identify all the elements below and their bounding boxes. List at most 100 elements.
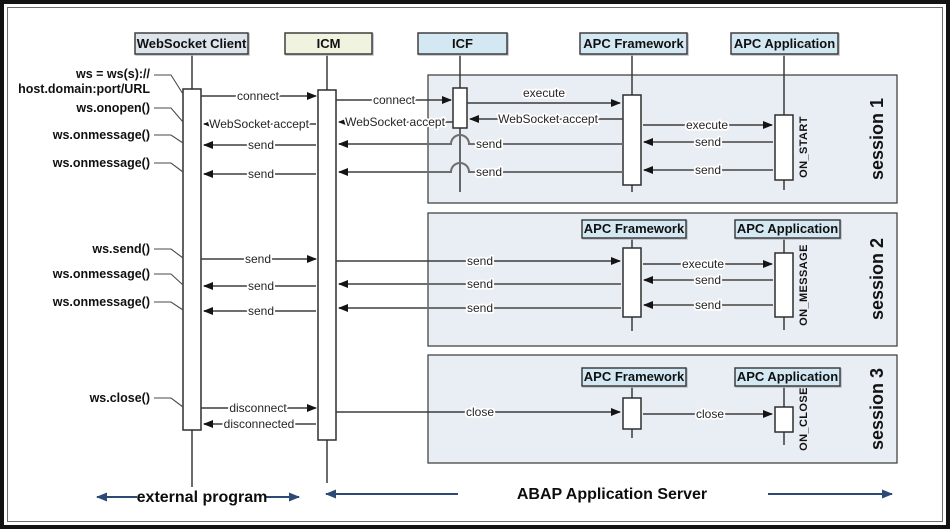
callout-onopen xyxy=(154,107,184,123)
label-ws-send: ws.send() xyxy=(91,242,150,256)
footer-label-abap-server: ABAP Application Server xyxy=(517,486,707,503)
message-label: WebSocket accept xyxy=(498,112,598,126)
activation-icm xyxy=(317,89,337,441)
message-label: close xyxy=(696,407,724,421)
message-label: send xyxy=(695,135,721,149)
activation-apc-application-s3 xyxy=(774,406,794,433)
msg-send2-framework-to-icm-s2: send xyxy=(338,299,621,317)
footer-label-external-program: external program xyxy=(137,489,268,506)
participant-label-icf: ICF xyxy=(452,36,473,51)
activation-apc-application-s1 xyxy=(774,114,794,181)
activation-apc-application-s2 xyxy=(774,252,794,318)
message-label: send xyxy=(467,254,493,268)
msg-execute-icf-to-framework: execute xyxy=(467,84,621,107)
message-label: WebSocket accept xyxy=(209,117,309,131)
client-api-callouts xyxy=(154,74,184,408)
callout-close xyxy=(154,397,184,408)
msg-send-client-to-icm-s2: send xyxy=(201,250,317,268)
handler-on-message: ON_MESSAGE xyxy=(798,244,810,326)
msg-send1-icm-to-client-s2: send xyxy=(203,277,316,295)
message-label: execute xyxy=(523,86,565,100)
msg-send1-icm-to-client-s1: send xyxy=(203,136,316,154)
msg-send1-application-to-framework-s1: send xyxy=(643,133,773,151)
callout-send xyxy=(154,248,184,259)
handler-on-close: ON_CLOSE xyxy=(798,387,810,451)
message-label: send xyxy=(245,252,271,266)
activation-apc-framework-s2 xyxy=(622,247,642,318)
message-label: close xyxy=(466,405,494,419)
callout-onmessage-2 xyxy=(154,162,184,173)
message-label: WebSocket accept xyxy=(345,115,445,129)
message-label: send xyxy=(695,163,721,177)
participant-label-icm: ICM xyxy=(317,36,341,51)
callout-onmessage-3 xyxy=(154,273,184,286)
callout-open-url xyxy=(154,74,184,95)
msg-connect-icm-to-icf: connect xyxy=(336,91,452,109)
session-2-participant-headers: APC Framework APC Application xyxy=(581,219,841,239)
msg-send2-icm-to-client-s1: send xyxy=(203,165,316,183)
participant-label-apc-application-s2: APC Application xyxy=(737,221,838,236)
msg-close-framework-to-application: close xyxy=(643,405,773,423)
participant-box-icm xyxy=(284,32,373,55)
session-1-box: session 1 xyxy=(427,74,898,204)
session-3-participant-headers: APC Framework APC Application xyxy=(581,367,841,387)
line-hop-over-icf xyxy=(338,134,623,148)
message-label: send xyxy=(467,301,493,315)
message-label: send xyxy=(695,298,721,312)
label-ws-onmessage-3: ws.onmessage() xyxy=(52,267,150,281)
footer-external-program: external program xyxy=(96,489,300,506)
footer-abap-application-server: ABAP Application Server xyxy=(325,486,893,503)
msg-send2-framework-to-icm-s1: send xyxy=(338,162,623,181)
session-1-rect xyxy=(427,74,898,204)
label-ws-onmessage-1: ws.onmessage() xyxy=(52,128,150,142)
participant-label-apc-framework: APC Framework xyxy=(583,36,684,51)
message-label: send xyxy=(248,304,274,318)
callout-onmessage-1 xyxy=(154,134,184,144)
msg-send1-application-to-framework-s2: send xyxy=(643,271,773,289)
message-label: send xyxy=(695,273,721,287)
message-label: send xyxy=(248,279,274,293)
message-label: send xyxy=(248,167,274,181)
msg-send1-framework-to-icm-s2: send xyxy=(338,275,621,293)
msg-send2-application-to-framework-s2: send xyxy=(643,296,773,314)
message-label: send xyxy=(476,165,502,179)
msg-disconnect-client-to-icm: disconnect xyxy=(201,399,317,417)
label-ws-url-line1: ws = ws(s):// xyxy=(75,67,151,81)
message-label: send xyxy=(248,138,274,152)
msg-connect-client-to-icm: connect xyxy=(201,87,317,105)
message-label: execute xyxy=(682,257,724,271)
message-label: disconnected xyxy=(224,417,295,431)
msg-accept-framework-to-icf: WebSocket accept xyxy=(469,110,623,128)
activation-apc-framework-s3 xyxy=(622,397,642,430)
message-label: connect xyxy=(237,89,280,103)
message-label: connect xyxy=(373,93,416,107)
activation-websocket-client xyxy=(182,88,202,431)
session-1-label: session 1 xyxy=(867,98,887,180)
participant-headers: WebSocket Client ICM ICF APC Framework A… xyxy=(134,32,839,55)
participant-label-apc-framework-s2: APC Framework xyxy=(584,221,685,236)
label-ws-onmessage-2: ws.onmessage() xyxy=(52,156,150,170)
callout-onmessage-4 xyxy=(154,301,184,311)
participant-box-apc-application xyxy=(730,32,839,55)
msg-send2-icm-to-client-s2: send xyxy=(203,302,316,320)
label-ws-onmessage-4: ws.onmessage() xyxy=(52,295,150,309)
label-ws-onopen: ws.onopen() xyxy=(75,101,150,115)
label-ws-url-line2: host.domain:port/URL xyxy=(18,82,150,96)
inner-border xyxy=(7,7,943,522)
participant-label-apc-application: APC Application xyxy=(734,36,835,51)
participant-box-icf xyxy=(417,32,508,55)
client-api-labels: ws = ws(s):// host.domain:port/URL ws.on… xyxy=(17,66,152,407)
message-label: send xyxy=(476,137,502,151)
participant-box-websocket-client xyxy=(134,32,249,55)
msg-accept-icm-to-client: WebSocket accept xyxy=(203,115,316,133)
message-label: execute xyxy=(686,118,728,132)
msg-accept-icf-to-icm: WebSocket accept xyxy=(338,113,453,131)
participant-box-apc-framework xyxy=(579,32,688,55)
line-hop-over-icf xyxy=(338,162,623,176)
participant-box-apc-framework-s3 xyxy=(581,367,687,387)
activation-icf xyxy=(452,87,468,129)
participant-box-apc-application-s3 xyxy=(734,367,841,387)
